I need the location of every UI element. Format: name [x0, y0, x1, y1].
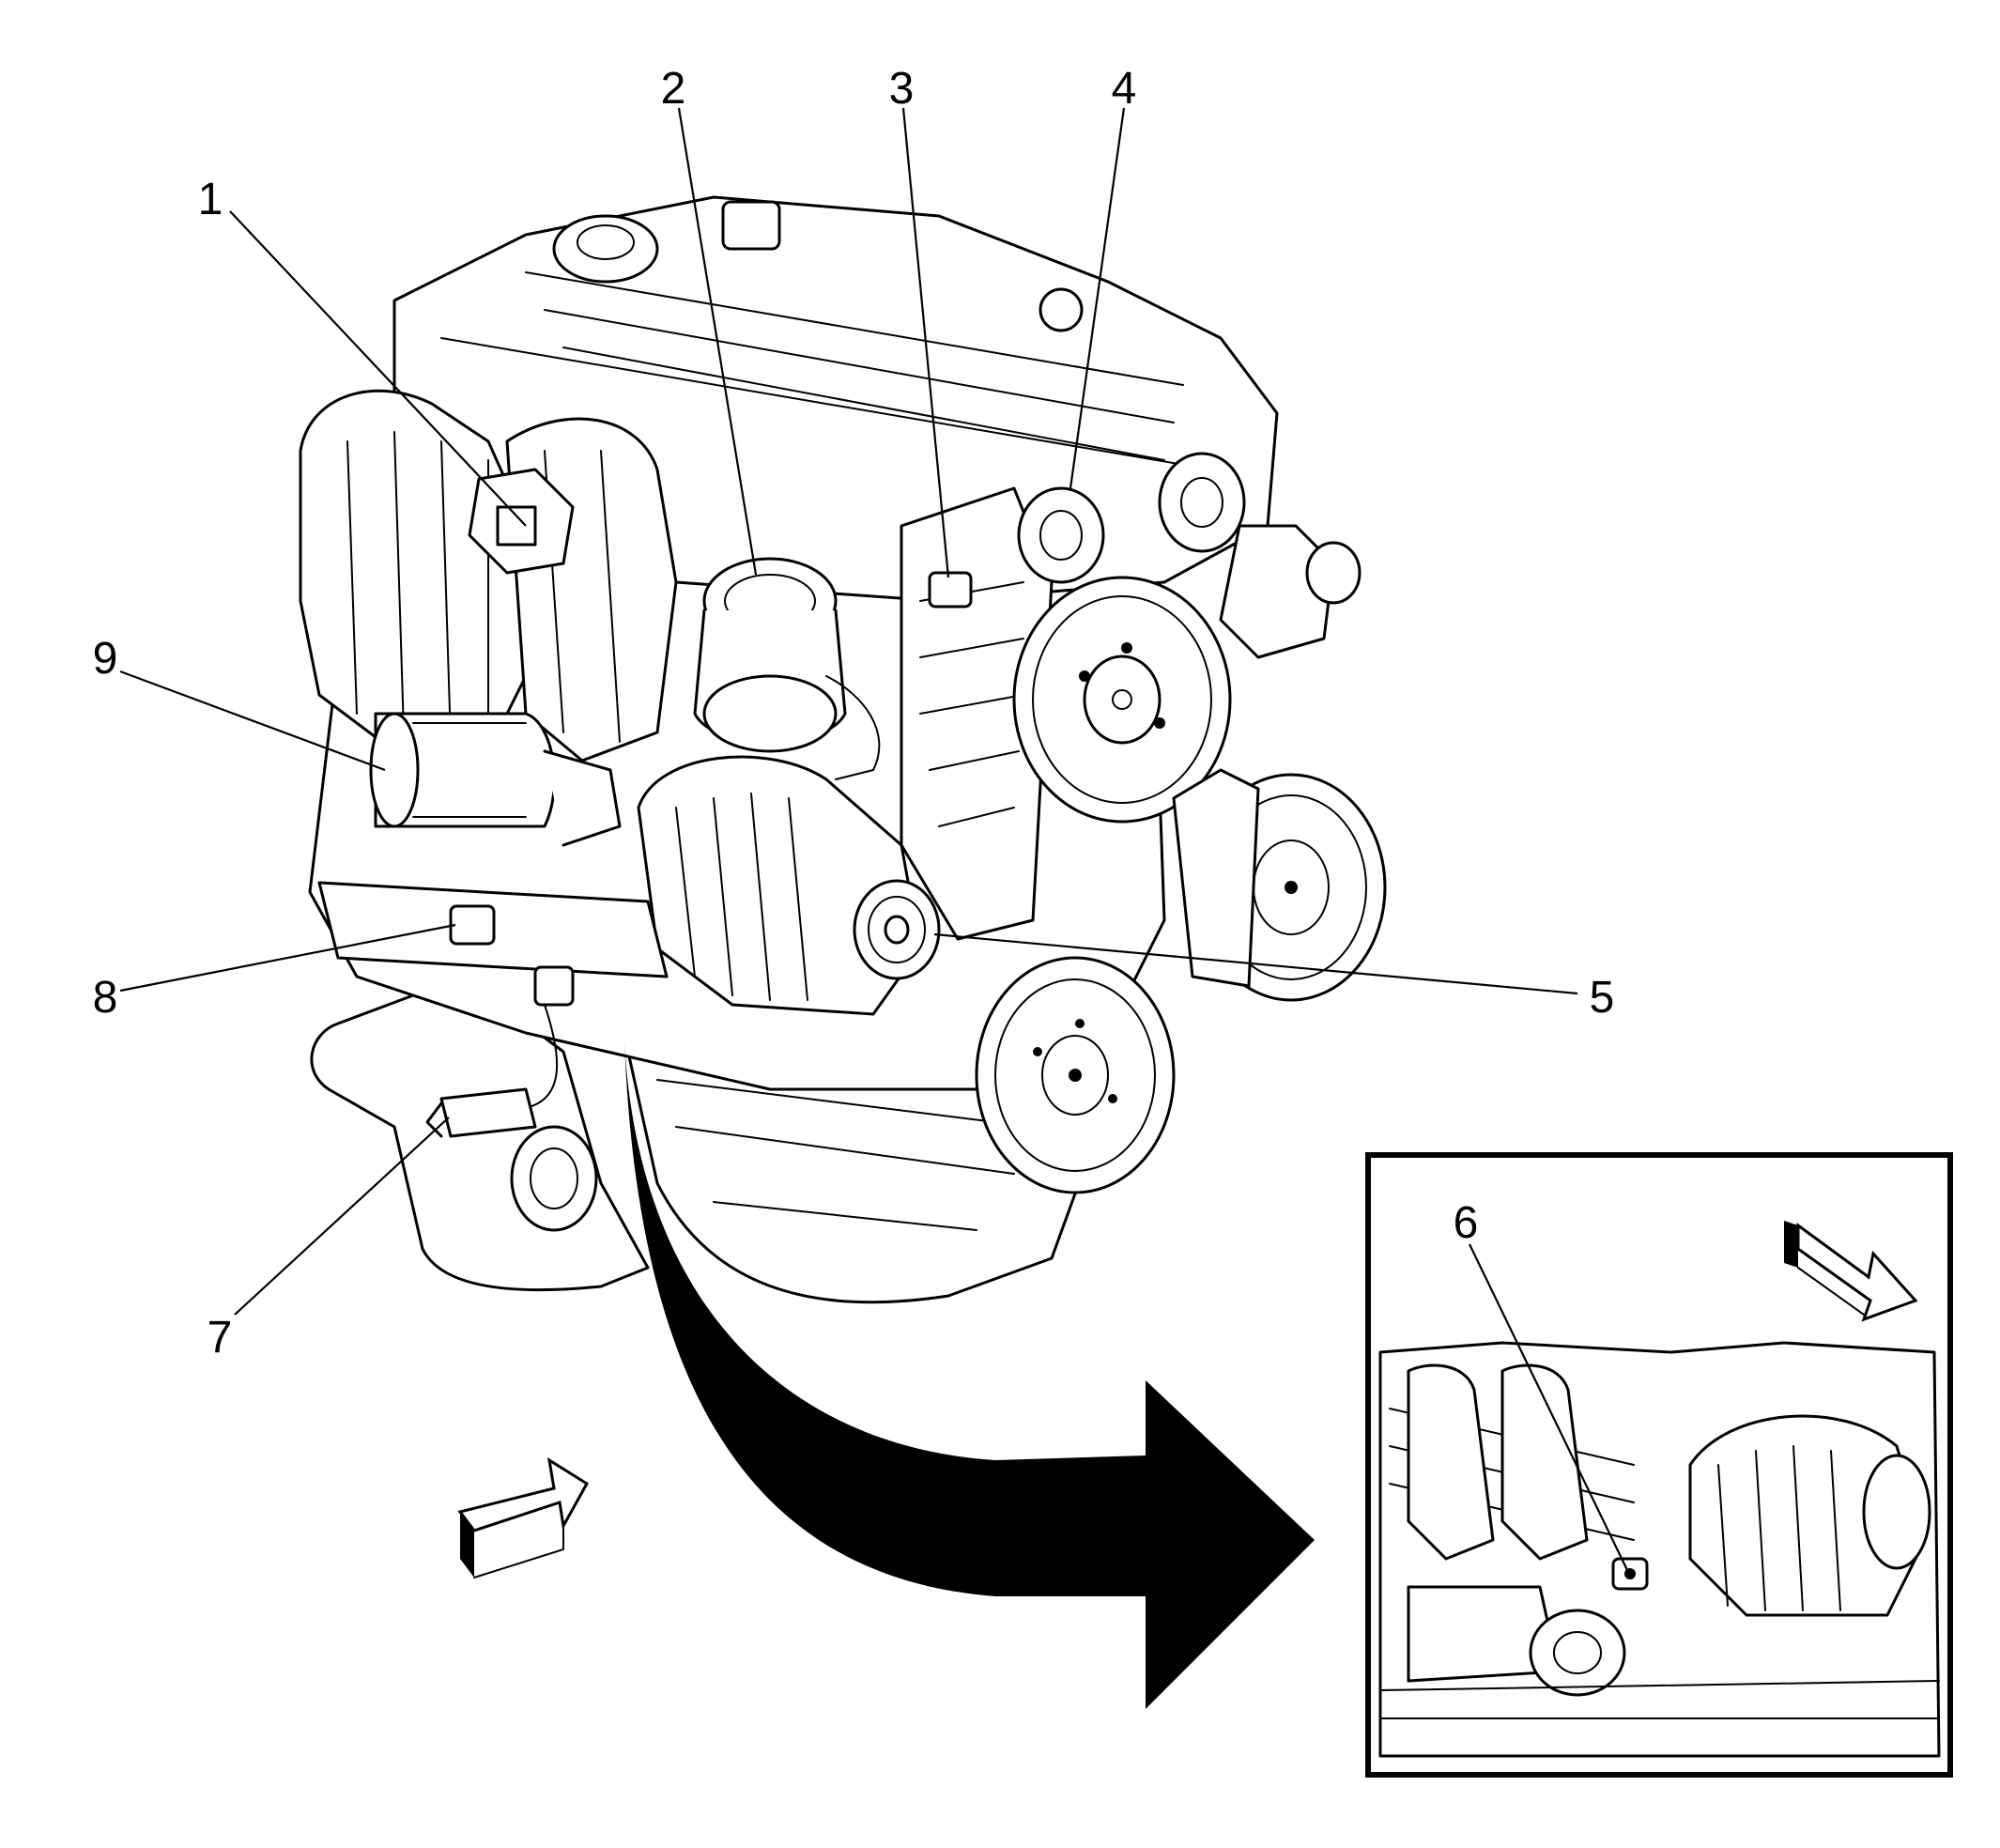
- inset-engine-detail: [1378, 1341, 1941, 1758]
- leader-3: [901, 107, 950, 578]
- callout-leaders: [119, 107, 1628, 1571]
- callout-labels: 1 2 3 4 5 6 7 8 9: [93, 64, 1615, 1363]
- detail-inset: [1365, 1152, 1953, 1778]
- callout-2: 2: [661, 64, 686, 114]
- callout-9: 9: [93, 634, 118, 684]
- engine-illustration: [299, 195, 1387, 1304]
- view-direction-arrow-icon: [457, 1456, 590, 1578]
- leader-5: [933, 932, 1578, 995]
- callout-3: 3: [889, 64, 915, 114]
- callout-8: 8: [93, 973, 118, 1023]
- leader-8: [119, 923, 456, 993]
- callout-5: 5: [1590, 973, 1615, 1023]
- leader-1: [229, 210, 527, 527]
- callout-1: 1: [198, 175, 223, 224]
- curved-transition-arrow-icon: [624, 1042, 1315, 1709]
- leader-6: [1469, 1243, 1628, 1571]
- leader-9: [119, 670, 386, 772]
- leader-4: [1069, 107, 1126, 489]
- leader-7: [234, 1116, 450, 1316]
- callout-7: 7: [208, 1313, 233, 1363]
- inset-view-direction-arrow-icon: [1784, 1221, 1918, 1322]
- callout-4: 4: [1112, 64, 1137, 114]
- leader-2: [677, 107, 758, 576]
- callout-6: 6: [1454, 1198, 1479, 1248]
